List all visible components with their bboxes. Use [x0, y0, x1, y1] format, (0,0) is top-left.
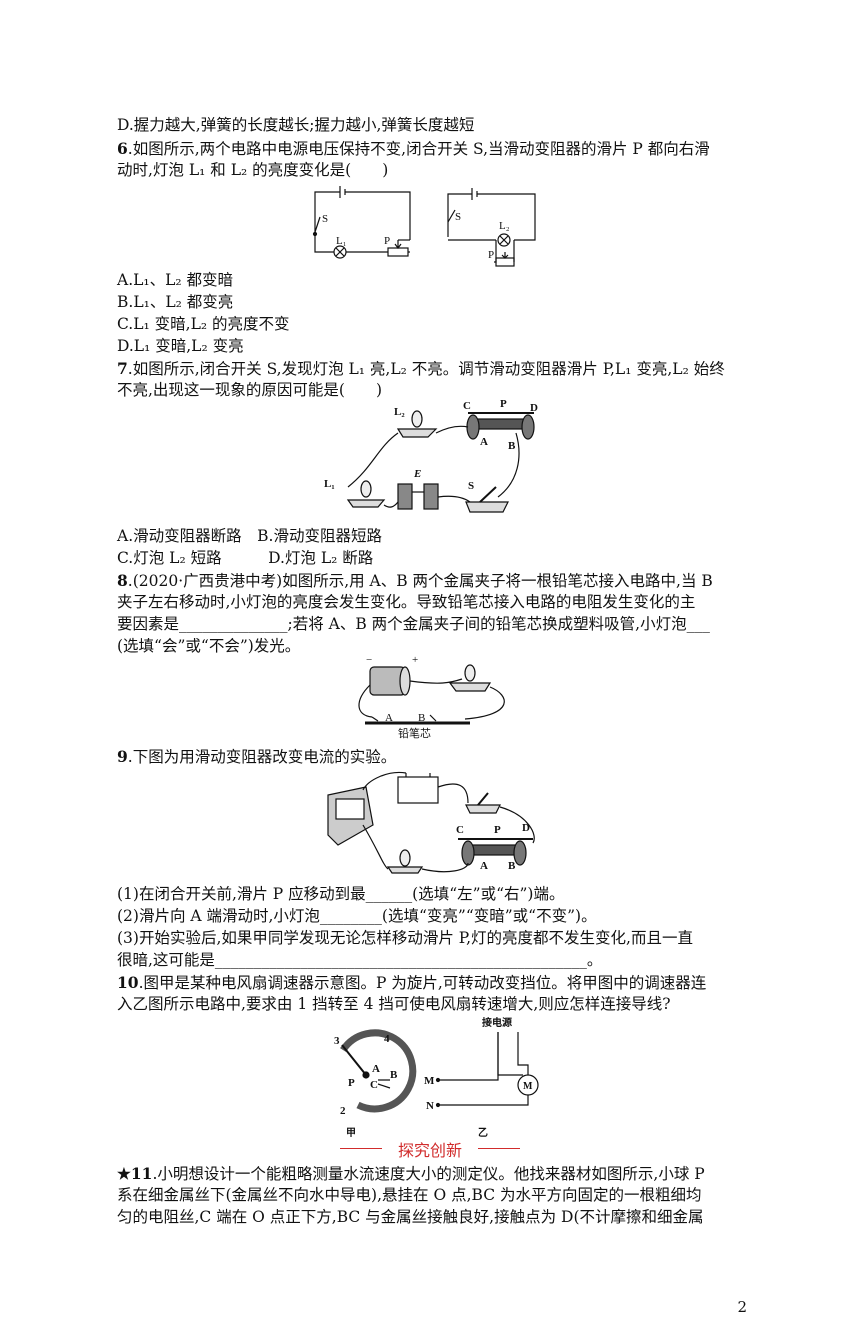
f10-label-c: C — [370, 1079, 378, 1091]
f10-power-label: 接电源 — [482, 1016, 512, 1029]
section-rule-right — [478, 1148, 520, 1149]
f7-a-label: A — [480, 436, 488, 448]
q6-option-c: C.L₁ 变暗,L₂ 的亮度不变 — [117, 315, 290, 333]
q7-line1: 7.如图所示,闭合开关 S,发现灯泡 L₁ 亮,L₂ 不亮。调节滑动变阻器滑片 … — [117, 359, 725, 378]
q9-part3-line1: (3)开始实验后,如果甲同学发现无论怎样移动滑片 P,灯的亮度都不发生变化,而且… — [117, 929, 693, 947]
f9-b-label: B — [508, 860, 516, 872]
q10-line2: 入乙图所示电路中,要求由 1 挡转至 4 挡可使电风扇转速增大,则应怎样连接导线… — [117, 995, 671, 1013]
q11-line3: 匀的电阻丝,C 端在 O 点正下方,BC 与金属丝接触良好,接触点为 D(不计摩… — [117, 1208, 704, 1226]
q9-apparatus-figure: C P D A B — [318, 765, 548, 880]
q9-part1: (1)在闭合开关前,滑片 P 应移动到最______(选填“左”或“右”)端。 — [117, 885, 565, 903]
f9-a-label: A — [480, 860, 488, 872]
f6-l1-label: L₁ — [336, 235, 347, 247]
f8-plus: + — [412, 655, 418, 666]
f10-label-b: B — [390, 1069, 398, 1081]
f9-d-label: D — [522, 822, 530, 834]
q7-apparatus-figure: L₂ C P D A B L₁ E S — [318, 397, 548, 522]
q6-circuit-figure: S L₁ P S L₂ P — [300, 182, 540, 272]
f6-s-label: S — [322, 213, 328, 225]
f10-label-4: 4 — [384, 1033, 390, 1045]
f7-d-label: D — [530, 402, 538, 414]
q9-part3-line2: 很暗,这可能是_________________________________… — [117, 951, 603, 969]
f6-p-label: P — [384, 235, 390, 247]
f9-p-label: P — [494, 824, 501, 836]
f10-label-p: P — [348, 1077, 355, 1089]
f10-caption-yi: 乙 — [478, 1127, 488, 1139]
f7-l1-label: L₁ — [324, 478, 335, 490]
f7-e-label: E — [413, 468, 421, 480]
q7-line2: 不亮,出现这一现象的原因可能是( ) — [117, 381, 383, 399]
q8-pencil-figure: − + A B 铅笔芯 — [350, 655, 520, 740]
q6-option-a: A.L₁、L₂ 都变暗 — [117, 271, 234, 289]
f7-l2-label: L₂ — [394, 406, 405, 418]
f10-caption-jia: 甲 — [346, 1127, 356, 1139]
f6-p2-label: P — [488, 249, 494, 261]
f7-p-label: P — [500, 398, 507, 410]
line-d-option: D.握力越大,弹簧的长度越长;握力越小,弹簧长度越短 — [117, 116, 475, 134]
f7-c-label: C — [463, 400, 471, 412]
q10-fan-regulator-figure: 3 4 2 A B C P 甲 接电源 M N M 乙 — [318, 1010, 548, 1140]
q7-options-cd: C.灯泡 L₂ 短路 D.灯泡 L₂ 断路 — [117, 549, 374, 567]
q6-option-b: B.L₁、L₂ 都变亮 — [117, 293, 234, 311]
section-rule-left — [340, 1148, 382, 1149]
f10-label-2: 2 — [340, 1105, 346, 1117]
f7-s-label: S — [468, 480, 474, 492]
f8-minus: − — [366, 655, 372, 666]
q6-option-d: D.L₁ 变暗,L₂ 变亮 — [117, 337, 244, 355]
f10-label-3: 3 — [334, 1035, 340, 1047]
f10-motor-label: M — [523, 1081, 533, 1092]
page-number: 2 — [737, 1298, 747, 1316]
f8-a-label: A — [385, 712, 393, 724]
f10-label-a: A — [372, 1063, 380, 1075]
q11-line2: 系在细金属丝下(金属丝不向水中导电),悬挂在 O 点,BC 为水平方向固定的一根… — [117, 1186, 702, 1204]
q8-line3: 要因素是______________;若将 A、B 两个金属夹子间的铅笔芯换成塑… — [117, 615, 710, 633]
f8-b-label: B — [418, 712, 425, 724]
q6-line2: 动时,灯泡 L₁ 和 L₂ 的亮度变化是( ) — [117, 161, 389, 179]
f10-label-n: N — [426, 1100, 434, 1112]
q6-line1: 6.如图所示,两个电路中电源电压保持不变,闭合开关 S,当滑动变阻器的滑片 P … — [117, 139, 710, 158]
f8-caption: 铅笔芯 — [398, 726, 431, 740]
f9-c-label: C — [456, 824, 464, 836]
f10-label-m: M — [424, 1075, 435, 1087]
section-title: 探究创新 — [340, 1137, 520, 1161]
q11-line1: ★11.小明想设计一个能粗略测量水流速度大小的测定仪。他找来器材如图所示,小球 … — [117, 1164, 705, 1183]
q7-options-ab: A.滑动变阻器断路 B.滑动变阻器短路 — [117, 527, 382, 545]
f7-b-label: B — [508, 440, 516, 452]
q8-line1: 8.(2020·广西贵港中考)如图所示,用 A、B 两个金属夹子将一根铅笔芯接入… — [117, 571, 713, 590]
q10-line1: 10.图甲是某种电风扇调速器示意图。P 为旋片,可转动改变挡位。将甲图中的调速器… — [117, 973, 707, 992]
q9-part2: (2)滑片向 A 端滑动时,小灯泡________(选填“变亮”“变暗”或“不变… — [117, 907, 597, 925]
q8-line4: (选填“会”或“不会”)发光。 — [117, 637, 301, 655]
f6-s2-label: S — [455, 211, 461, 223]
f6-l2-label: L₂ — [499, 220, 510, 232]
q8-line2: 夹子左右移动时,小灯泡的亮度会发生变化。导致铅笔芯接入电路的电阻发生变化的主 — [117, 593, 696, 611]
q9-line1: 9.下图为用滑动变阻器改变电流的实验。 — [117, 747, 397, 766]
